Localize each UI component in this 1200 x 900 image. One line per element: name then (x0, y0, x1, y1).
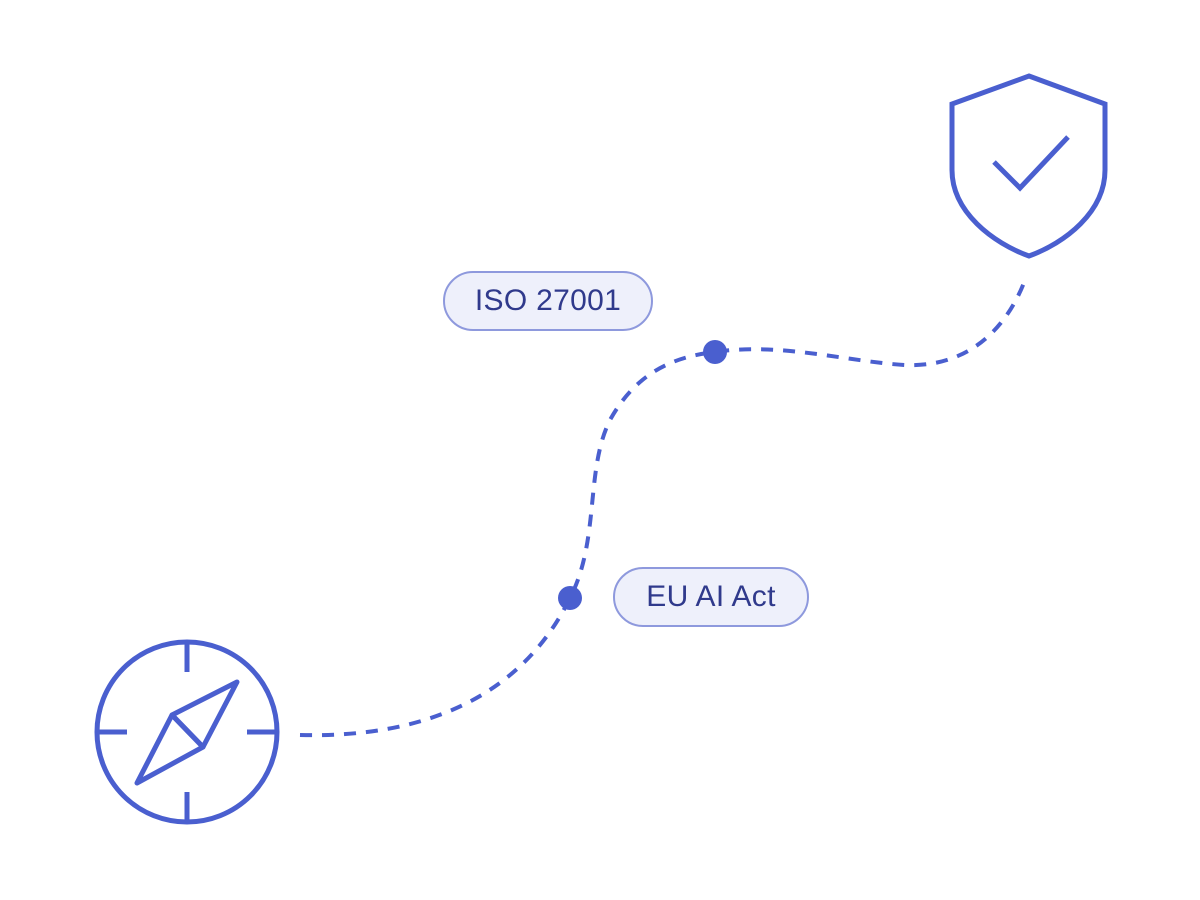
journey-path (299, 279, 1027, 738)
milestone-dot-eu-ai-act (558, 586, 582, 610)
milestone-dot-iso-27001 (703, 340, 727, 364)
shield-check-icon (949, 73, 1108, 259)
compass-icon (94, 639, 280, 825)
milestone-label-iso-27001: ISO 27001 (443, 271, 653, 331)
milestone-label-eu-ai-act: EU AI Act (613, 567, 809, 627)
